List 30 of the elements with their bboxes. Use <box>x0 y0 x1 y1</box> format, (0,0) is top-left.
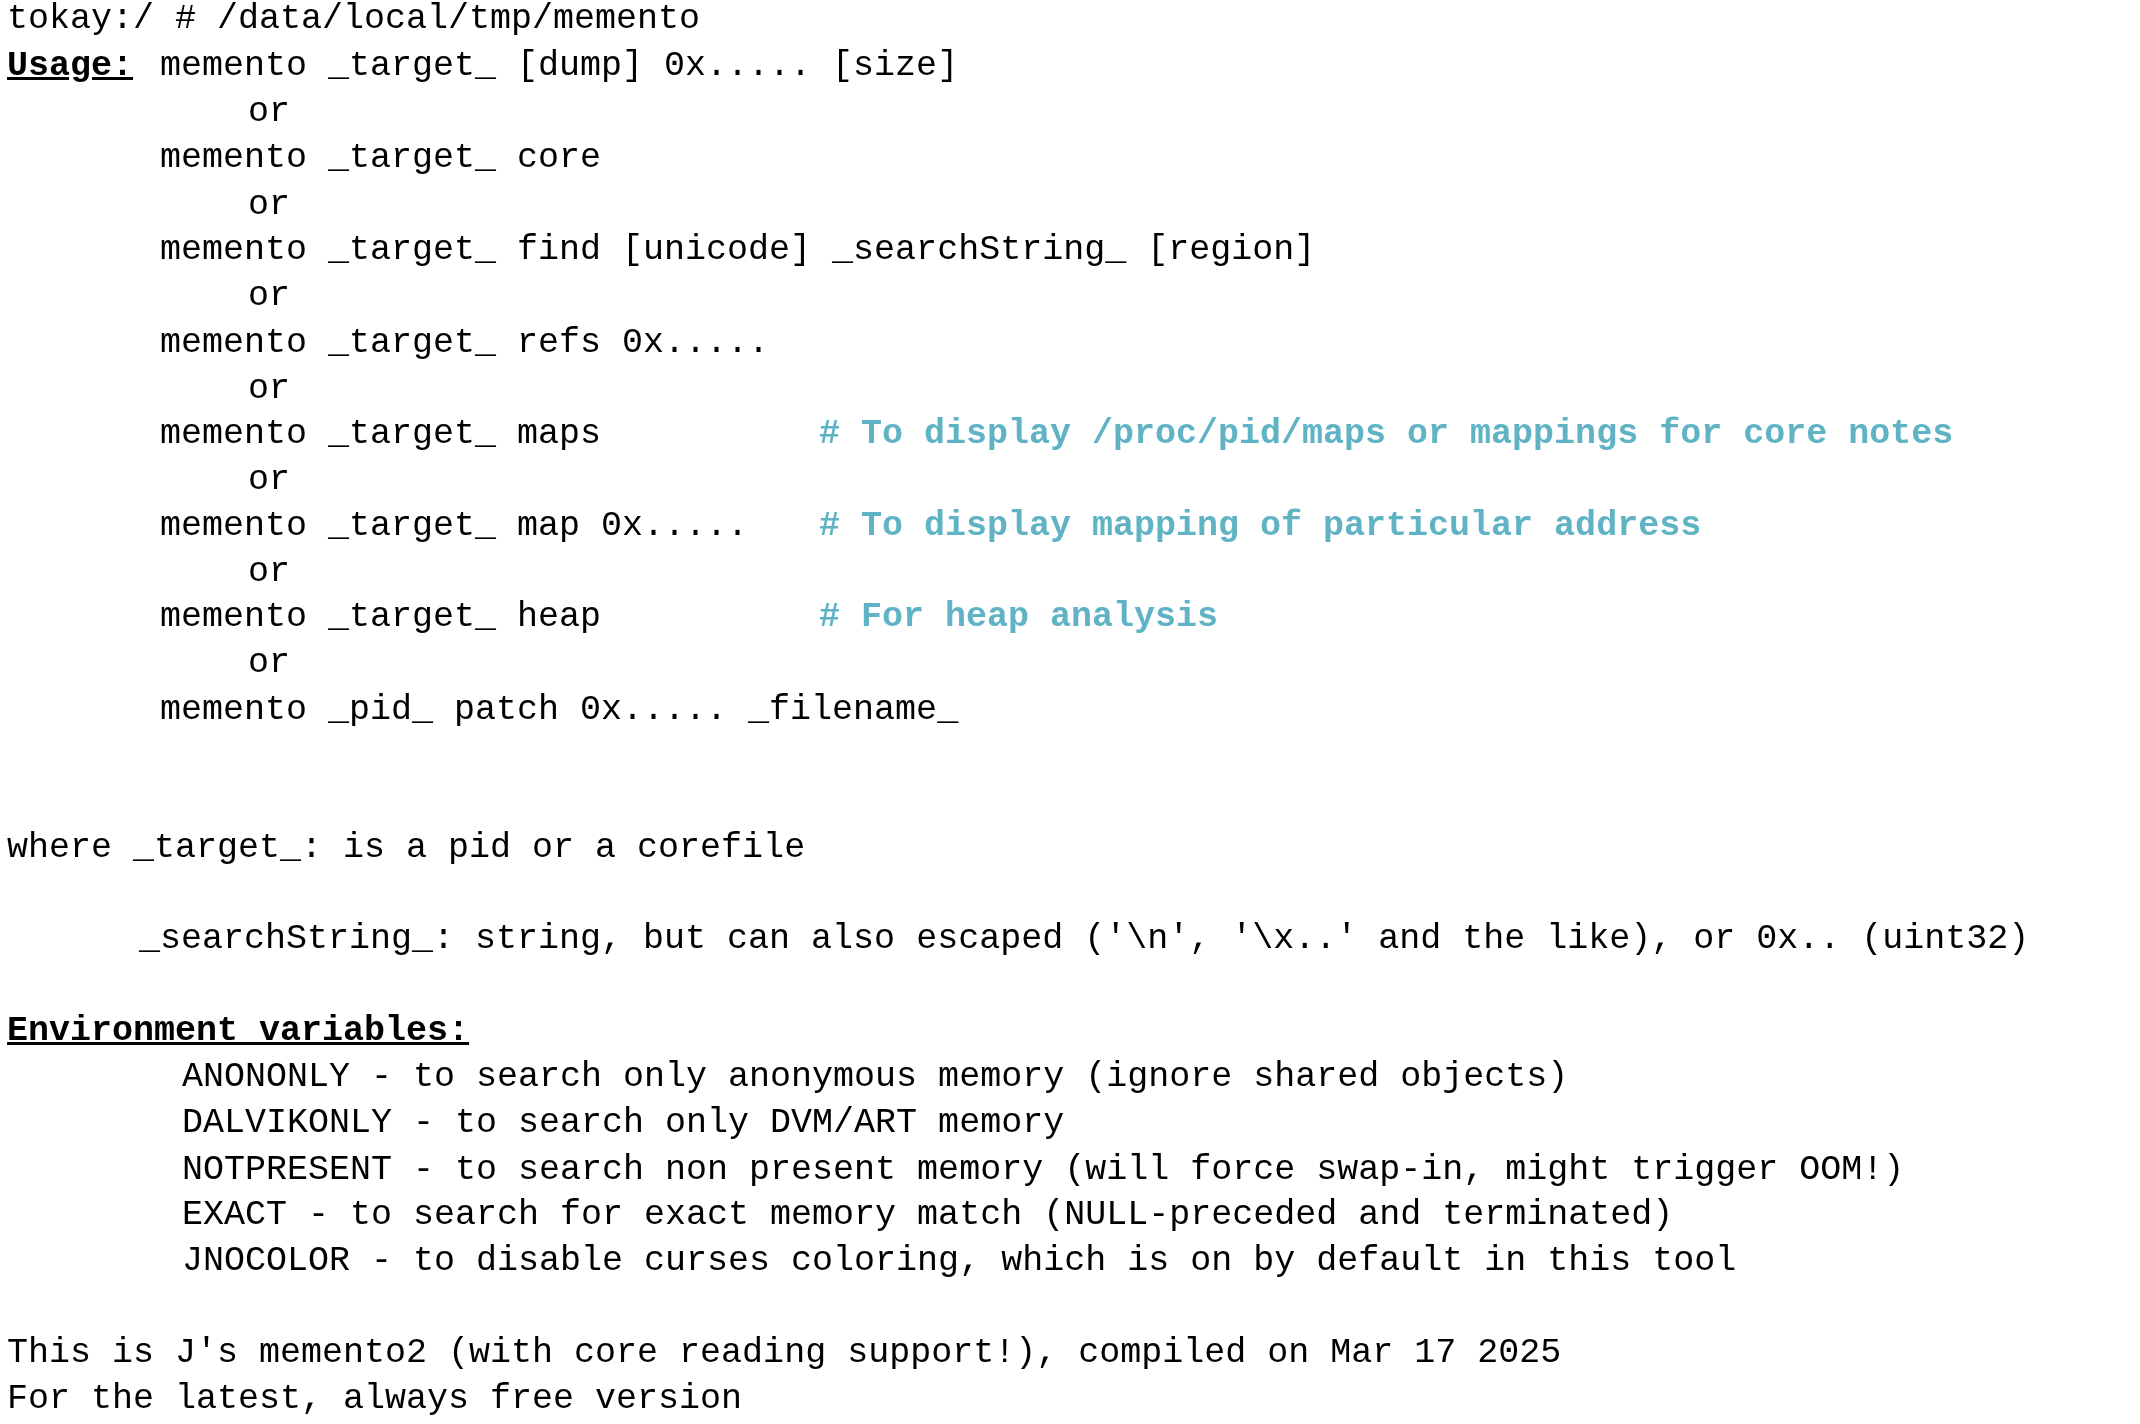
usage-command-line: memento _target_ maps <box>160 413 602 456</box>
separator-word: or <box>248 642 290 685</box>
environment-variable-line: DALVIKONLY - to search only DVM/ART memory <box>182 1102 1065 1145</box>
environment-variable-line: ANONONLY - to search only anonymous memory (ignore shared objects) <box>182 1056 1569 1099</box>
footer-line: This is J's memento2 (with core reading support!), compiled on Mar 17 2025 <box>7 1332 1562 1375</box>
usage-command-line: memento _target_ [dump] 0x..... [size] <box>160 45 959 88</box>
footer-line: For the latest, always free version <box>7 1378 743 1421</box>
environment-variable-line: EXACT - to search for exact memory match (NULL-preceded and terminated) <box>182 1194 1674 1237</box>
usage-command-line: memento _target_ core <box>160 137 602 180</box>
section-heading: Usage: <box>7 45 134 88</box>
shell-prompt-line: tokay:/ # /data/local/tmp/memento <box>7 0 701 41</box>
description-line: _searchString_: string, but can also escaped ('\n', '\x..' and the like), or 0x.. (uint32) <box>139 918 2030 961</box>
environment-variable-line: JNOCOLOR - to disable curses coloring, which is on by default in this tool <box>182 1240 1737 1283</box>
code-comment: # To display /proc/pid/maps or mappings for core notes <box>819 413 1954 456</box>
separator-word: or <box>248 91 290 134</box>
separator-word: or <box>248 459 290 502</box>
separator-word: or <box>248 275 290 318</box>
usage-command-line: memento _target_ map 0x..... <box>160 505 749 548</box>
environment-variable-line: NOTPRESENT - to search non present memory (will force swap-in, might trigger OOM!) <box>182 1149 1905 1192</box>
usage-command-line: memento _pid_ patch 0x..... _filename_ <box>160 689 959 732</box>
code-comment: # For heap analysis <box>819 596 1219 639</box>
usage-command-line: memento _target_ find [unicode] _searchString_ [region] <box>160 229 1316 272</box>
separator-word: or <box>248 368 290 411</box>
usage-command-line: memento _target_ heap <box>160 596 602 639</box>
usage-command-line: memento _target_ refs 0x..... <box>160 322 770 365</box>
separator-word: or <box>248 551 290 594</box>
description-line: where _target_: is a pid or a corefile <box>7 827 806 870</box>
separator-word: or <box>248 184 290 227</box>
code-comment: # To display mapping of particular address <box>819 505 1702 548</box>
section-heading: Environment variables: <box>7 1010 470 1053</box>
